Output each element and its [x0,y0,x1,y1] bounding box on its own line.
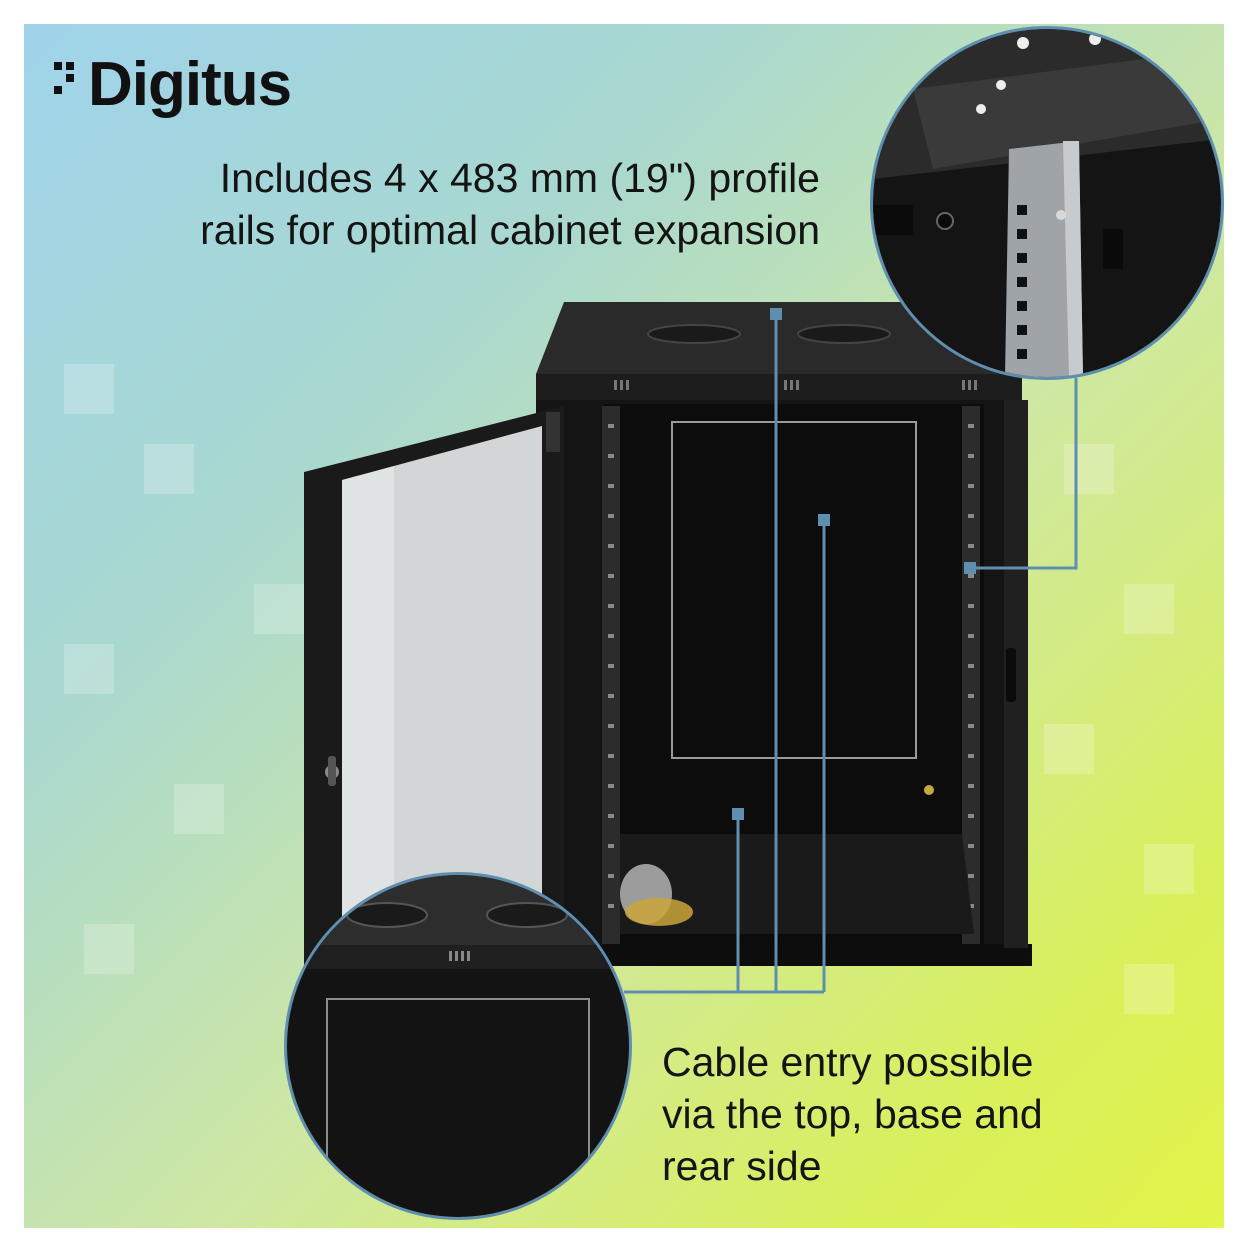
caption-line-1: Cable entry possible [662,1039,1034,1085]
logo-mark-icon [54,62,74,94]
wall-cabinet-image [304,302,1032,984]
cable-entry-closeup-image [287,875,629,1217]
caption-line-2: via the top, base and [662,1091,1043,1137]
cable-entry-zoom [284,872,632,1220]
headline-line-1: Includes 4 x 483 mm (19") profile [219,155,820,201]
digitus-logo: Digitus [52,44,292,124]
cable-entry-caption: Cable entry possible via the top, base a… [662,1036,1202,1192]
headline: Includes 4 x 483 mm (19") profile rails … [60,152,820,256]
product-banner: Digitus Includes 4 x 483 mm (19") profil… [24,24,1224,1228]
profile-rail-closeup-image [873,29,1221,377]
logo-text: Digitus [88,49,292,119]
profile-rail-zoom [870,26,1224,380]
headline-line-2: rails for optimal cabinet expansion [200,207,820,253]
caption-line-3: rear side [662,1143,822,1189]
